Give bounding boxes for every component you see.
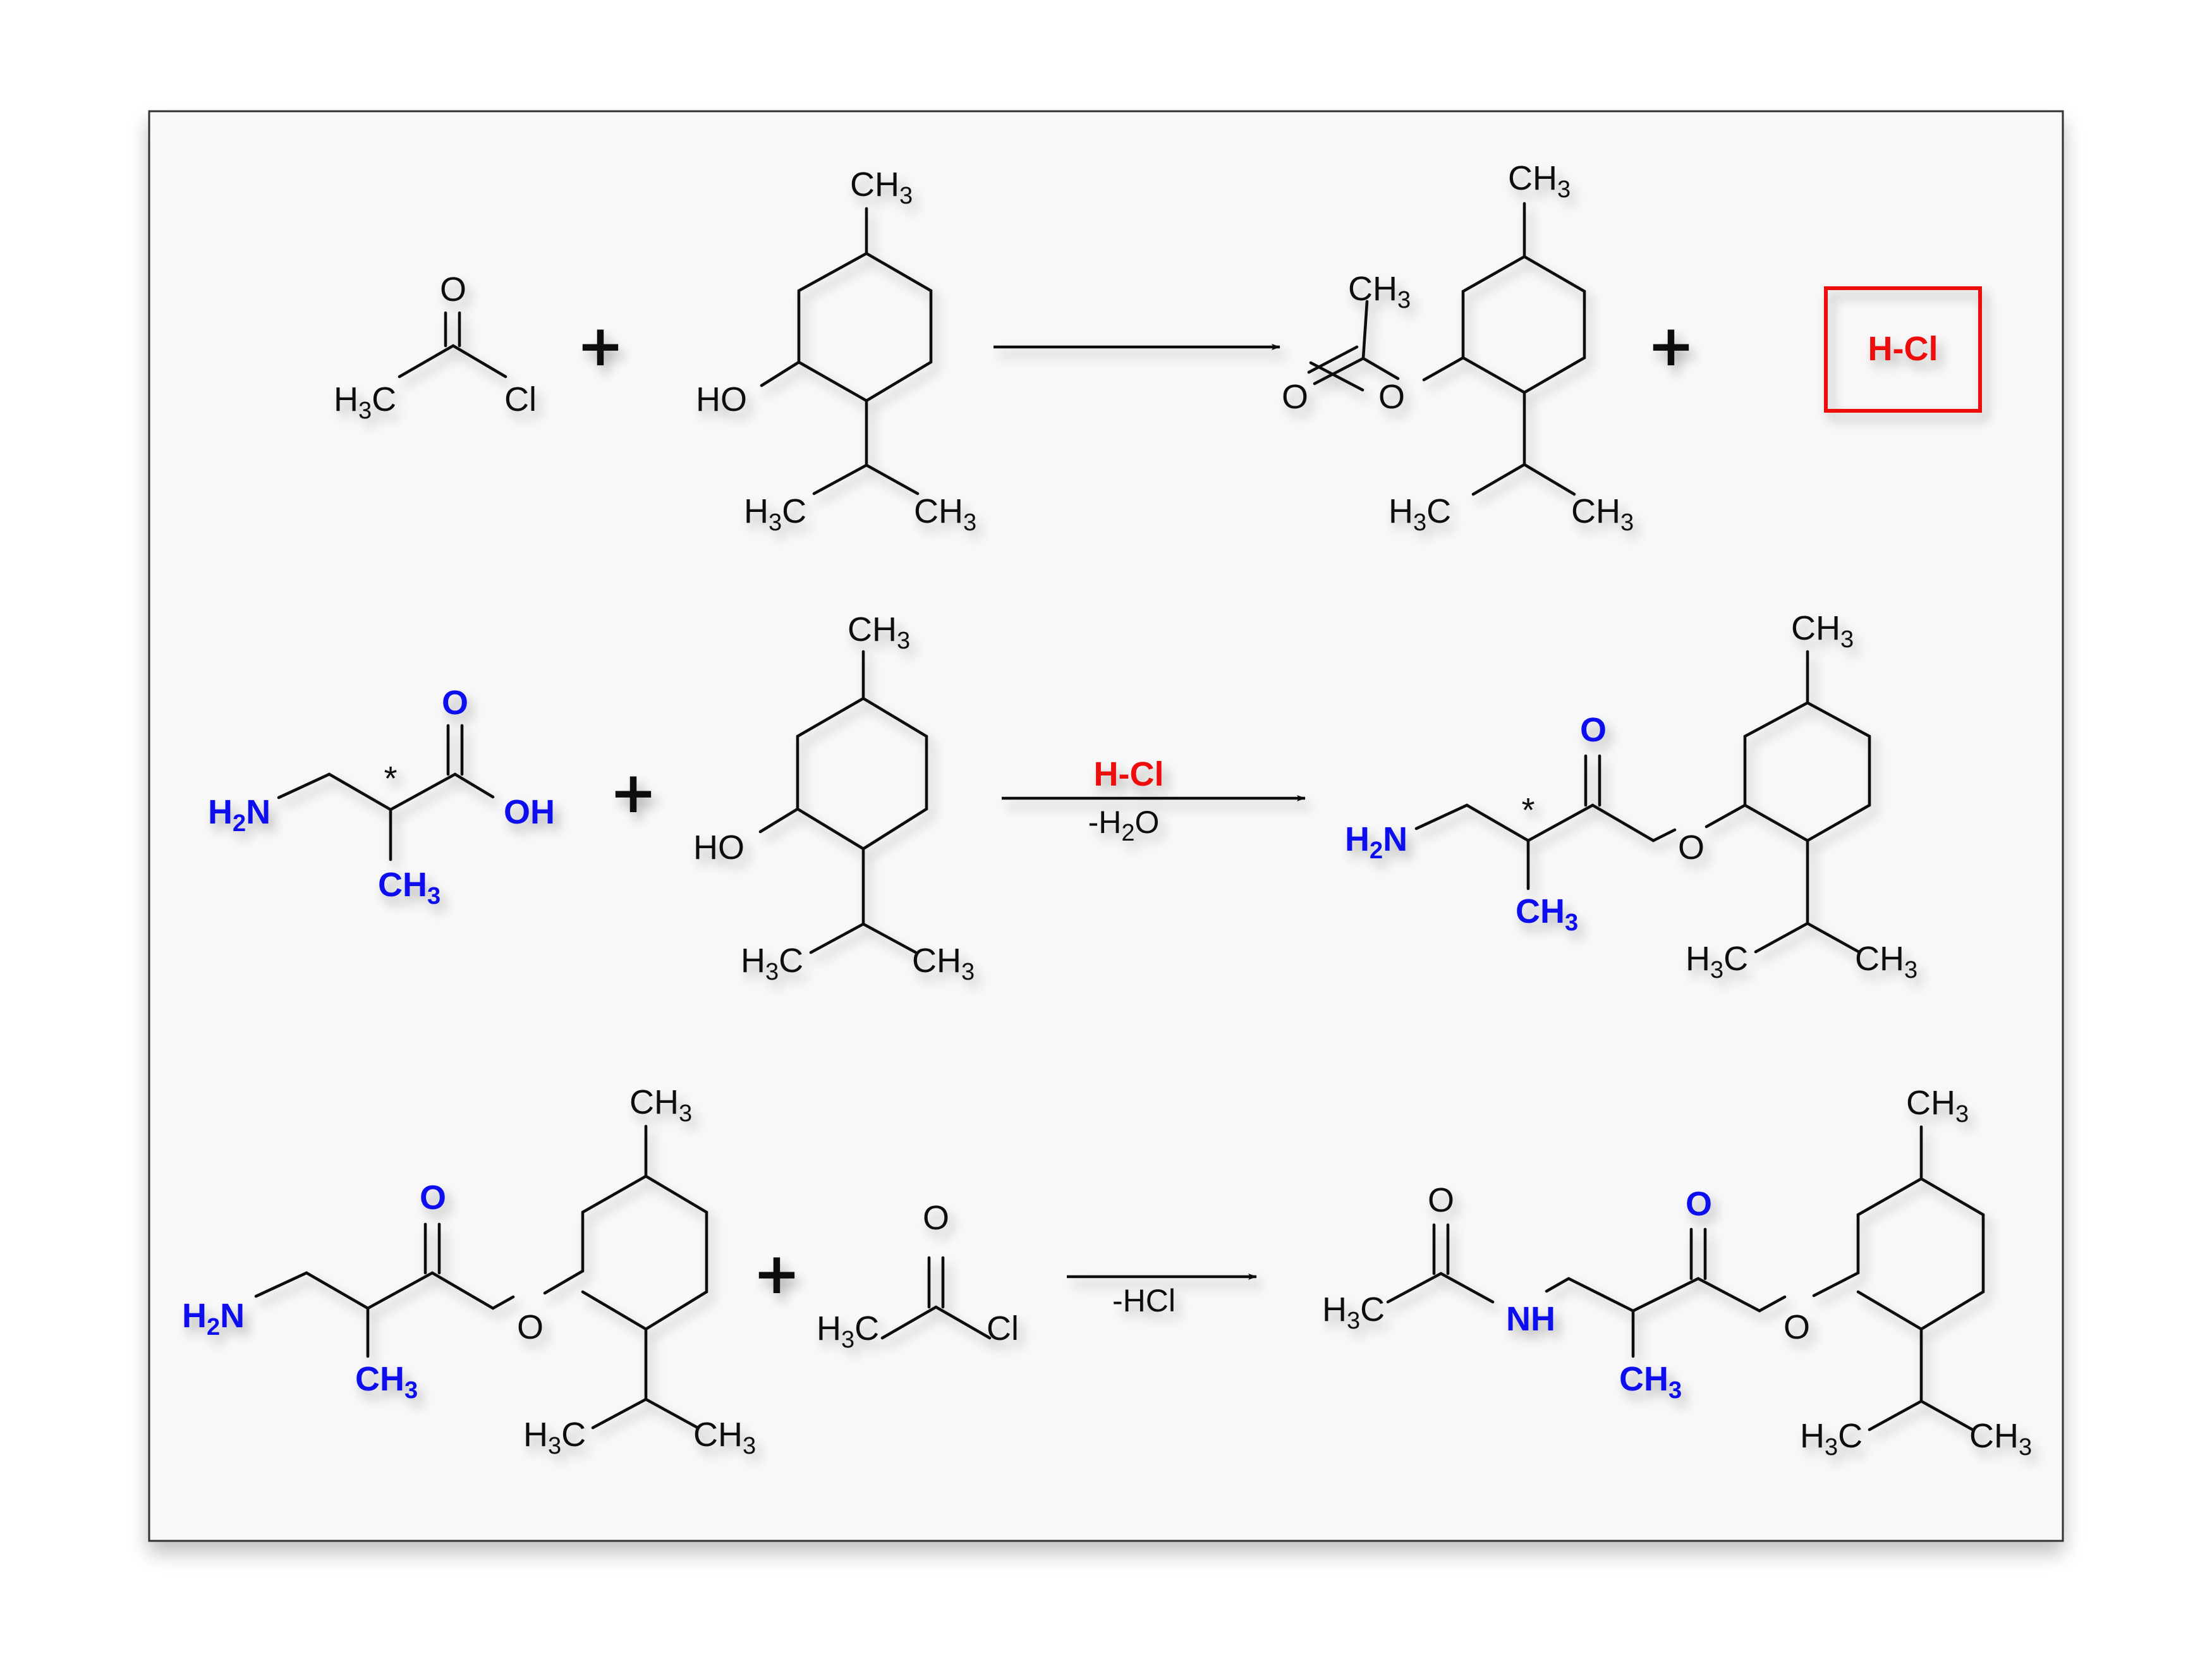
ester-oxygen-label: O	[1678, 829, 1705, 867]
plus-sign: +	[753, 1241, 800, 1307]
oxygen-label: O	[923, 1199, 949, 1237]
methyl-label: H3C	[1322, 1291, 1385, 1334]
carbonyl-oxygen-label: O	[1282, 378, 1308, 416]
amine-label: H2N	[1345, 820, 1407, 864]
reaction-2: * O OH H2N CH3 + CH3 HO H3C CH3 H-Cl	[208, 609, 1917, 985]
methyl-label: CH3	[693, 1416, 756, 1459]
amino-ester-product: * O O H2N CH3 CH3 H3C CH3	[1345, 609, 1917, 983]
plus-sign: +	[576, 313, 624, 379]
amine-label: H2N	[182, 1297, 245, 1341]
methyl-label: CH3	[1508, 159, 1571, 203]
carbonyl-oxygen-label: O	[420, 1179, 446, 1217]
stereocenter-star: *	[384, 760, 397, 798]
carbonyl-oxygen-label: O	[1686, 1185, 1712, 1223]
methyl-label: CH3	[914, 492, 976, 536]
acetyl-chloride-2: O H3C Cl	[817, 1199, 1019, 1353]
amino-ester-reactant: O O H2N CH3 CH3 H3C CH3	[182, 1083, 756, 1459]
hydroxyl-label: OH	[504, 793, 555, 831]
methyl-label: CH3	[355, 1360, 418, 1404]
methyl-label: CH3	[1348, 270, 1411, 313]
methyl-label: CH3	[629, 1083, 692, 1127]
acetyl-chloride-1: O H3C Cl	[334, 271, 537, 424]
methyl-label: H3C	[1800, 1417, 1863, 1461]
reaction-1: O H3C Cl + CH3 HO H3C CH3	[334, 159, 1982, 536]
methyl-label: H3C	[817, 1310, 879, 1353]
hydroxyl-label: HO	[693, 829, 744, 867]
hcl-loss-label: -HCl	[1112, 1283, 1176, 1318]
methyl-label: CH3	[848, 611, 910, 654]
methyl-label: CH3	[912, 942, 975, 985]
ester-oxygen-label: O	[1378, 378, 1405, 416]
plus-sign: +	[609, 760, 657, 826]
amino-acid: * O OH H2N CH3	[208, 684, 555, 909]
methyl-label: CH3	[1619, 1360, 1682, 1404]
methyl-label: CH3	[1571, 492, 1634, 536]
methyl-label: H3C	[744, 492, 806, 536]
ester-oxygen-label: O	[517, 1308, 544, 1346]
chlorine-label: Cl	[504, 380, 537, 418]
carbonyl-oxygen-label: O	[442, 684, 468, 722]
methyl-label: CH3	[1516, 892, 1578, 936]
oxygen-label: O	[440, 271, 466, 308]
plus-sign: +	[1647, 313, 1694, 379]
stereocenter-star: *	[1521, 791, 1534, 829]
menthol-1: CH3 HO H3C CH3	[696, 166, 976, 536]
methyl-label: CH3	[1791, 609, 1854, 653]
methyl-label: CH3	[378, 866, 441, 909]
methyl-label: CH3	[1906, 1084, 1969, 1128]
methyl-label: CH3	[850, 166, 913, 209]
menthyl-acetate: O CH3 O CH3 H3C CH3	[1282, 159, 1634, 536]
hcl-catalyst-label: H-Cl	[1094, 755, 1164, 793]
water-loss-label: -H2O	[1088, 805, 1160, 846]
ester-oxygen-label: O	[1784, 1308, 1810, 1346]
chlorine-label: Cl	[987, 1310, 1019, 1347]
menthol-2: CH3 HO H3C CH3	[693, 611, 975, 985]
hydroxyl-label: HO	[696, 380, 747, 418]
hcl-byproduct-label: H-Cl	[1868, 330, 1938, 368]
acetamide-product: O H3C NH O O CH3 CH3 H3C CH3	[1322, 1084, 2032, 1461]
carbonyl-oxygen-label: O	[1580, 711, 1607, 749]
methyl-label: H3C	[523, 1416, 586, 1459]
methyl-label: H3C	[334, 380, 396, 424]
methyl-label: H3C	[741, 942, 803, 985]
methyl-label: CH3	[1969, 1417, 2032, 1461]
methyl-label: H3C	[1389, 492, 1451, 536]
amide-oxygen-label: O	[1428, 1181, 1454, 1219]
amide-nh-label: NH	[1506, 1300, 1555, 1338]
hcl-highlight-box	[1824, 286, 1982, 413]
amine-label: H2N	[208, 793, 270, 837]
reaction-3: O O H2N CH3 CH3 H3C CH3 + O H3C Cl -HCl	[182, 1083, 2032, 1461]
methyl-label: H3C	[1686, 940, 1748, 983]
methyl-label: CH3	[1855, 940, 1917, 983]
